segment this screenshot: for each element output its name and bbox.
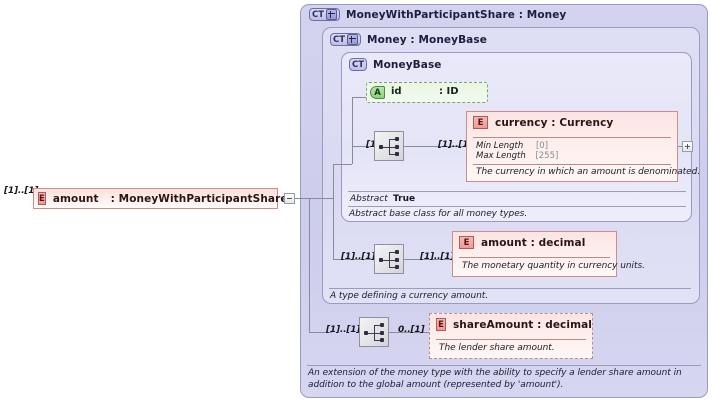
container-header-money: CT Money : MoneyBase xyxy=(330,33,487,46)
facet-row: Min Length [0] xyxy=(476,141,558,151)
plus-icon xyxy=(326,9,338,20)
facet-key: Max Length xyxy=(476,151,526,161)
cardinality-root: [1]..[1] xyxy=(4,186,39,196)
cardinality-share-right: 0..[1] xyxy=(398,325,425,335)
connector-line xyxy=(333,259,374,260)
connector-line xyxy=(352,146,374,147)
connector-line xyxy=(295,198,309,199)
element-share-amount-title: shareAmount : decimal xyxy=(452,318,592,331)
connector-line xyxy=(389,332,429,333)
element-root-type: : MoneyWithParticipantShare xyxy=(110,192,288,205)
annotation-money-with-participant-share: An extension of the money type with the … xyxy=(308,368,682,390)
cardinality-amount-right: [1]..[1] xyxy=(420,252,455,262)
facet-row: Max Length [255] xyxy=(476,151,558,161)
connector-line xyxy=(309,332,332,333)
connector-line xyxy=(352,97,353,164)
abstract-value: True xyxy=(393,194,416,204)
facet-value: [255] xyxy=(535,151,559,161)
complextype-badge-label: CT xyxy=(352,59,365,70)
annotation-money: A type defining a currency amount. xyxy=(330,291,489,301)
cardinality-sequence-amount-left: [1]..[1] xyxy=(341,252,376,262)
connector-line xyxy=(309,198,310,332)
abstract-label: Abstract xyxy=(350,194,388,204)
complextype-icon: CT xyxy=(330,33,362,46)
divider xyxy=(348,191,686,192)
connector-line xyxy=(309,198,333,199)
element-icon: E xyxy=(436,318,446,331)
container-title-money: Money : MoneyBase xyxy=(367,33,487,46)
attribute-type: : ID xyxy=(439,86,459,97)
connector-line xyxy=(404,146,466,147)
complextype-icon: CT xyxy=(309,8,341,21)
element-icon: E xyxy=(38,192,46,205)
element-currency-documentation: The currency in which an amount is denom… xyxy=(476,167,701,177)
container-title-money-with-participant-share: MoneyWithParticipantShare : Money xyxy=(346,8,567,21)
element-amount-root[interactable]: E amount : MoneyWithParticipantShare xyxy=(33,188,288,209)
collapse-button-root[interactable] xyxy=(284,193,295,204)
container-header-money-with-participant-share: CT MoneyWithParticipantShare : Money xyxy=(309,8,566,21)
attribute-name: id xyxy=(391,86,402,97)
expand-button-currency[interactable] xyxy=(682,141,693,152)
element-share-amount[interactable]: E shareAmount : decimal The lender share… xyxy=(429,313,593,359)
plus-icon xyxy=(347,34,359,45)
divider xyxy=(329,288,691,289)
connector-line xyxy=(404,259,452,260)
cardinality-currency-right: [1]..[1] xyxy=(438,140,473,150)
attribute-icon: A xyxy=(370,86,385,99)
connector-line xyxy=(678,146,682,147)
facet-list-currency: Min Length [0] Max Length [255] xyxy=(476,141,558,161)
connector-line xyxy=(352,97,366,98)
element-amount-documentation: The monetary quantity in currency units. xyxy=(462,261,645,271)
facet-value: [0] xyxy=(535,141,549,151)
complextype-badge-label: CT xyxy=(333,34,346,45)
element-amount[interactable]: E amount : decimal The monetary quantity… xyxy=(452,231,645,277)
element-icon: E xyxy=(459,236,474,249)
sequence-icon-share-amount[interactable] xyxy=(359,317,389,347)
attribute-id[interactable]: A id : ID xyxy=(366,82,488,103)
sequence-icon-currency[interactable] xyxy=(374,131,404,161)
annotation-money-base: Abstract base class for all money types. xyxy=(349,209,528,219)
element-root-name: amount xyxy=(52,192,99,205)
element-icon: E xyxy=(473,116,488,129)
connector-line xyxy=(333,164,334,259)
sequence-icon-amount[interactable] xyxy=(374,244,404,274)
divider xyxy=(307,365,701,366)
container-title-money-base: MoneyBase xyxy=(373,58,442,71)
complextype-icon: CT xyxy=(349,58,368,71)
element-currency-title: currency : Currency xyxy=(495,116,614,129)
cardinality-sequence-share-left: [1]..[1] xyxy=(326,325,361,335)
element-currency[interactable]: E currency : Currency Min Length [0] Max… xyxy=(466,111,700,182)
facet-key: Min Length xyxy=(476,141,524,151)
element-amount-title: amount : decimal xyxy=(481,236,586,249)
complextype-badge-label: CT xyxy=(312,9,325,20)
connector-line xyxy=(333,164,352,165)
divider xyxy=(348,206,686,207)
container-header-money-base: CT MoneyBase xyxy=(349,58,442,71)
element-share-amount-documentation: The lender share amount. xyxy=(439,343,555,353)
